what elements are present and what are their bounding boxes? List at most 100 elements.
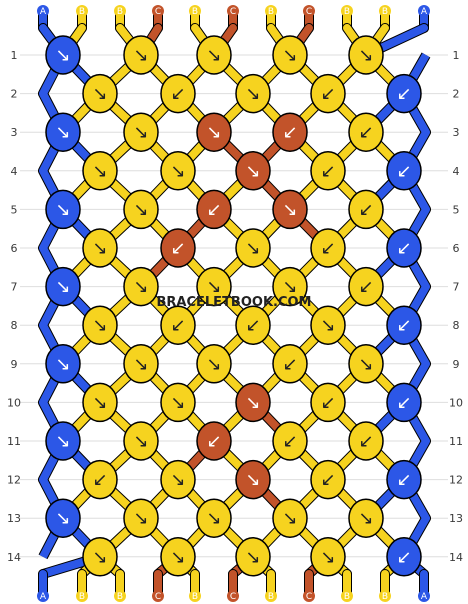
- knot-direction-arrow-icon: ↘: [245, 238, 260, 259]
- knot-direction-arrow-icon: ↙: [245, 315, 260, 336]
- knot: ↙: [348, 112, 384, 152]
- thread-label-top-dot: [418, 5, 430, 17]
- knot-direction-arrow-icon: ↙: [320, 161, 335, 182]
- thread-label-top: B: [117, 7, 123, 17]
- knot-circle: [272, 35, 308, 75]
- thread-label-bottom-dot: [227, 590, 239, 602]
- row-number-right: 13: [449, 512, 463, 525]
- knot-direction-arrow-icon: ↙: [358, 431, 373, 452]
- knot-direction-arrow-icon: ↙: [396, 161, 411, 182]
- knot: ↘: [123, 35, 159, 75]
- knot-circle: [272, 112, 308, 152]
- knot-direction-arrow-icon: ↘: [358, 508, 373, 529]
- thread-label-bottom-dot: [379, 590, 391, 602]
- knot-direction-arrow-icon: ↘: [133, 431, 148, 452]
- knot: ↘: [272, 498, 308, 538]
- thread-label-bottom-dot: [303, 590, 315, 602]
- knot-circle: [272, 344, 308, 384]
- row-number-left: 12: [7, 474, 21, 487]
- knot-circle: [348, 266, 384, 307]
- thread-label-bottom-dot: [114, 590, 126, 602]
- knot-circle: [82, 305, 118, 345]
- thread-label-top: B: [268, 7, 274, 17]
- thread-label-bottom: C: [306, 592, 312, 602]
- knot: ↙: [272, 112, 308, 152]
- thread-label-bottom-dot: [341, 590, 353, 602]
- knot-circle: [386, 73, 422, 114]
- row-number-left: 13: [7, 512, 21, 525]
- knot-circle: [45, 498, 81, 538]
- knot-circle: [123, 266, 159, 307]
- knot-circle: [160, 151, 196, 191]
- knot: ↙: [310, 73, 346, 114]
- watermark-text: BRACELETBOOK.COM: [157, 295, 312, 310]
- thread-label-top: C: [230, 7, 236, 17]
- thread-label-bottom-dot: [418, 590, 430, 602]
- knot: ↘: [82, 382, 118, 423]
- knot-direction-arrow-icon: ↘: [92, 392, 107, 413]
- knot: ↘: [82, 151, 118, 191]
- knot-circle: [45, 344, 81, 384]
- knot-direction-arrow-icon: ↙: [282, 354, 297, 375]
- thread-label-top-dot: [341, 5, 353, 17]
- knot-direction-arrow-icon: ↘: [282, 277, 297, 298]
- knot-circle: [196, 266, 232, 307]
- knot-direction-arrow-icon: ↘: [55, 431, 70, 452]
- knot: ↙: [386, 151, 422, 191]
- knot-circle: [386, 537, 422, 577]
- knot: ↙: [310, 382, 346, 423]
- knot-circle: [272, 498, 308, 538]
- knot-circle: [235, 151, 271, 191]
- knot: ↘: [123, 498, 159, 538]
- knot-direction-arrow-icon: ↘: [92, 238, 107, 259]
- row-number-right: 3: [453, 126, 460, 139]
- knot-circle: [386, 382, 422, 423]
- knot-direction-arrow-icon: ↘: [55, 122, 70, 143]
- knot: ↘: [196, 344, 232, 384]
- knot: ↘: [45, 35, 81, 75]
- knot-circle: [123, 189, 159, 230]
- row-number-right: 2: [453, 88, 460, 101]
- knot: ↘: [196, 35, 232, 75]
- thread-label-bottom: A: [421, 592, 428, 602]
- knot-circle: [82, 537, 118, 577]
- thread-label-top-dot: [114, 5, 126, 17]
- knot-circle: [196, 189, 232, 230]
- row-number-left: 3: [11, 126, 18, 139]
- knot: ↘: [45, 344, 81, 384]
- knot-direction-arrow-icon: ↙: [170, 84, 185, 105]
- row-number-right: 4: [453, 165, 460, 178]
- row-number-right: 6: [453, 242, 460, 255]
- knot: ↘: [123, 266, 159, 307]
- knot-circle: [235, 382, 271, 423]
- knot: ↙: [348, 266, 384, 307]
- knot: ↘: [160, 382, 196, 423]
- knot-circle: [348, 421, 384, 461]
- knot-direction-arrow-icon: ↘: [55, 508, 70, 529]
- knot: ↘: [272, 266, 308, 307]
- knot-direction-arrow-icon: ↙: [396, 238, 411, 259]
- knot: ↘: [348, 35, 384, 75]
- thread-label-bottom: B: [117, 592, 123, 602]
- knot-circle: [82, 382, 118, 423]
- knot-circle: [310, 151, 346, 191]
- knot: ↘: [45, 112, 81, 152]
- knot: ↙: [310, 151, 346, 191]
- row-number-right: 9: [453, 358, 460, 371]
- row-number-left: 10: [7, 396, 21, 409]
- knot-direction-arrow-icon: ↙: [358, 199, 373, 220]
- knot-circle: [272, 421, 308, 461]
- knot: ↘: [123, 344, 159, 384]
- knot-direction-arrow-icon: ↙: [282, 431, 297, 452]
- knot: ↘: [272, 189, 308, 230]
- knot-grid: ↘↘↘↘↘↘↙↘↙↙↘↘↘↙↙↘↘↘↙↙↘↘↙↘↙↘↙↘↙↙↘↘↘↘↙↘↙↙↘↙…: [45, 35, 422, 577]
- knot: ↘: [82, 73, 118, 114]
- knot-circle: [386, 459, 422, 500]
- knot-direction-arrow-icon: ↘: [55, 354, 70, 375]
- knot-direction-arrow-icon: ↘: [92, 161, 107, 182]
- knot-direction-arrow-icon: ↙: [320, 84, 335, 105]
- thread-label-top: C: [155, 7, 161, 17]
- knot: ↙: [160, 305, 196, 345]
